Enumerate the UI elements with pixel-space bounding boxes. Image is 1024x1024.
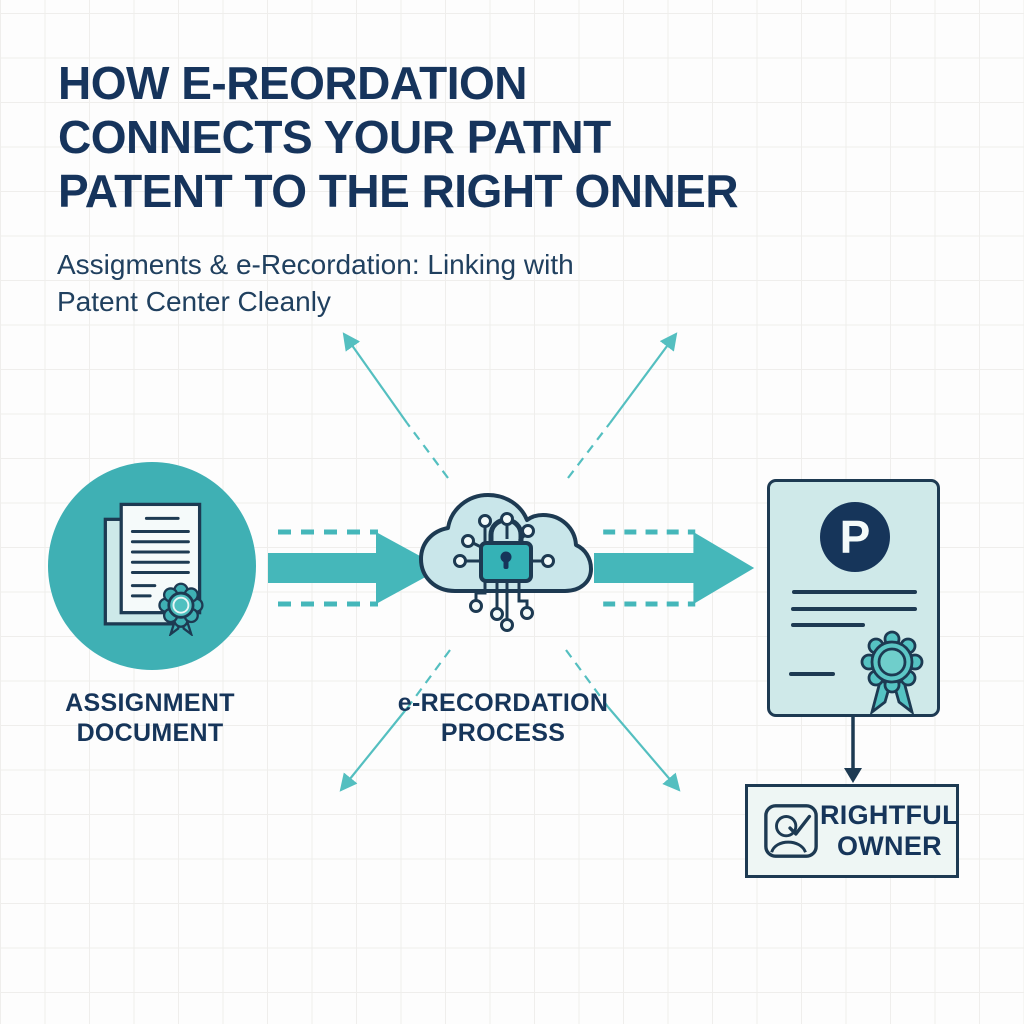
subtitle-line-1: Assigments & e-Recordation: Linking with [57, 249, 574, 280]
circuit-nodes [453, 512, 555, 632]
title-line-3: PATENT TO THE RIGHT ONNER [58, 165, 739, 217]
assignment-label-line-2: DOCUMENT [76, 719, 224, 747]
certificate-text-line [791, 623, 865, 627]
patent-badge: P [820, 502, 890, 572]
certificate-text-line [791, 607, 917, 611]
certificate-text-line [792, 590, 917, 594]
rightful-owner-label: RIGHTFUL OWNER [820, 800, 965, 862]
verified-person-icon [764, 804, 818, 858]
assignment-document-icon [103, 502, 204, 636]
flow-arrow-1 [268, 529, 442, 607]
cloud-lock-circuit-icon [419, 493, 593, 632]
rightful-owner-box: RIGHTFUL OWNER [745, 784, 959, 878]
subtitle-line-2: Patent Center Cleanly [57, 286, 331, 317]
certificate-seal-icon [860, 630, 924, 716]
process-label-line-2: PROCESS [440, 719, 566, 747]
owner-label-line-1: RIGHTFUL [820, 800, 959, 830]
page-subtitle: Assigments & e-Recordation: Linking with… [57, 246, 677, 320]
owner-label-line-2: OWNER [836, 831, 942, 861]
document-seal [158, 582, 204, 636]
page-title: HOW E-REORDATION CONNECTS YOUR PATNT PAT… [58, 56, 778, 218]
patent-certificate: P [767, 479, 940, 717]
flow-arrow-2 [594, 529, 755, 607]
e-recordation-process-label: e-RECORDATION PROCESS [393, 688, 613, 748]
patent-badge-letter: P [839, 511, 871, 563]
title-line-1: HOW E-REORDATION [58, 57, 528, 109]
assignment-label-line-1: ASSIGNMENT [65, 689, 235, 717]
process-label-line-1: e-RECORDATION [397, 689, 609, 717]
assignment-document-node [48, 462, 256, 670]
title-line-2: CONNECTS YOUR PATNT [58, 111, 611, 163]
assignment-document-label: ASSIGNMENT DOCUMENT [40, 688, 260, 748]
e-recordation-process-node [415, 483, 595, 648]
certificate-text-line [789, 672, 835, 676]
